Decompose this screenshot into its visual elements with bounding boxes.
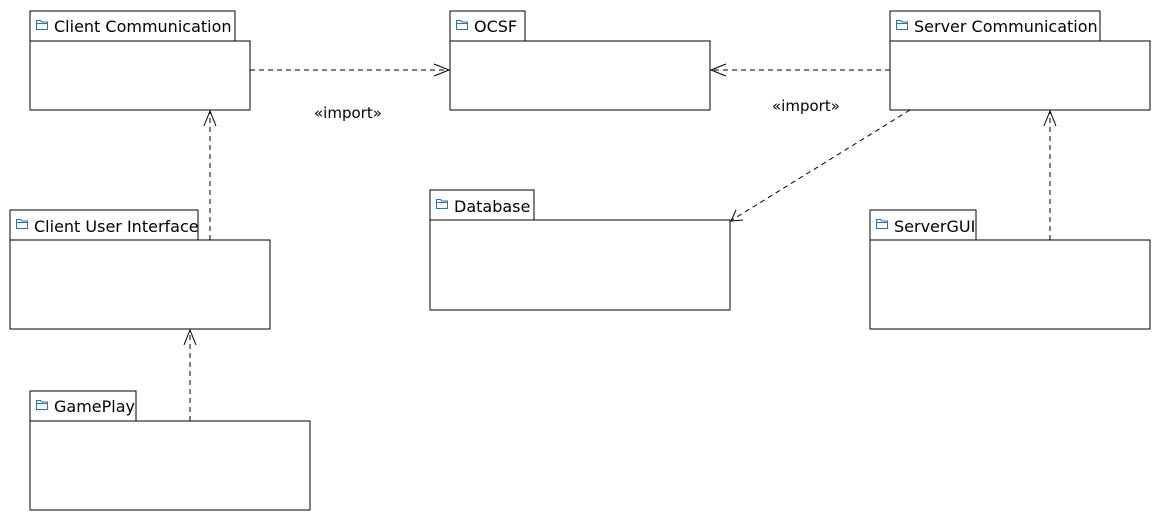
folder-icon <box>896 20 908 30</box>
dependency-gameplay-to-client-user-interface[interactable] <box>183 328 197 421</box>
package-label: ServerGUI <box>894 217 975 236</box>
folder-icon <box>16 219 28 229</box>
package-server-communication[interactable]: Server Communication <box>889 10 1151 111</box>
import-stereotype-label: «import» <box>314 104 382 122</box>
folder-icon <box>36 400 48 410</box>
dependency-servergui-to-server-communication[interactable] <box>1043 109 1057 240</box>
package-label: OCSF <box>474 17 517 36</box>
package-client-user-interface[interactable]: Client User Interface <box>9 209 271 330</box>
folder-icon <box>876 219 888 229</box>
package-ocsf[interactable]: OCSF <box>449 10 711 111</box>
dependency-server-communication-to-database[interactable] <box>730 109 911 222</box>
package-gameplay[interactable]: GamePlay <box>29 390 311 511</box>
folder-icon <box>456 20 468 30</box>
package-servergui[interactable]: ServerGUI <box>869 209 1151 330</box>
package-label: Database <box>454 197 530 216</box>
package-label: Client Communication <box>54 17 232 36</box>
dependency-client-user-interface-to-client-communication[interactable] <box>203 109 217 240</box>
dependency-server-communication-to-ocsf[interactable] <box>709 63 890 77</box>
package-label: GamePlay <box>54 397 135 416</box>
folder-icon <box>36 20 48 30</box>
package-database[interactable]: Database <box>429 189 731 311</box>
package-client-communication[interactable]: Client Communication <box>29 10 251 111</box>
package-label: Client User Interface <box>34 217 199 236</box>
dependency-client-communication-to-ocsf[interactable] <box>250 63 451 77</box>
package-label: Server Communication <box>914 17 1098 36</box>
folder-icon <box>436 199 448 209</box>
import-stereotype-label: «import» <box>772 97 840 115</box>
